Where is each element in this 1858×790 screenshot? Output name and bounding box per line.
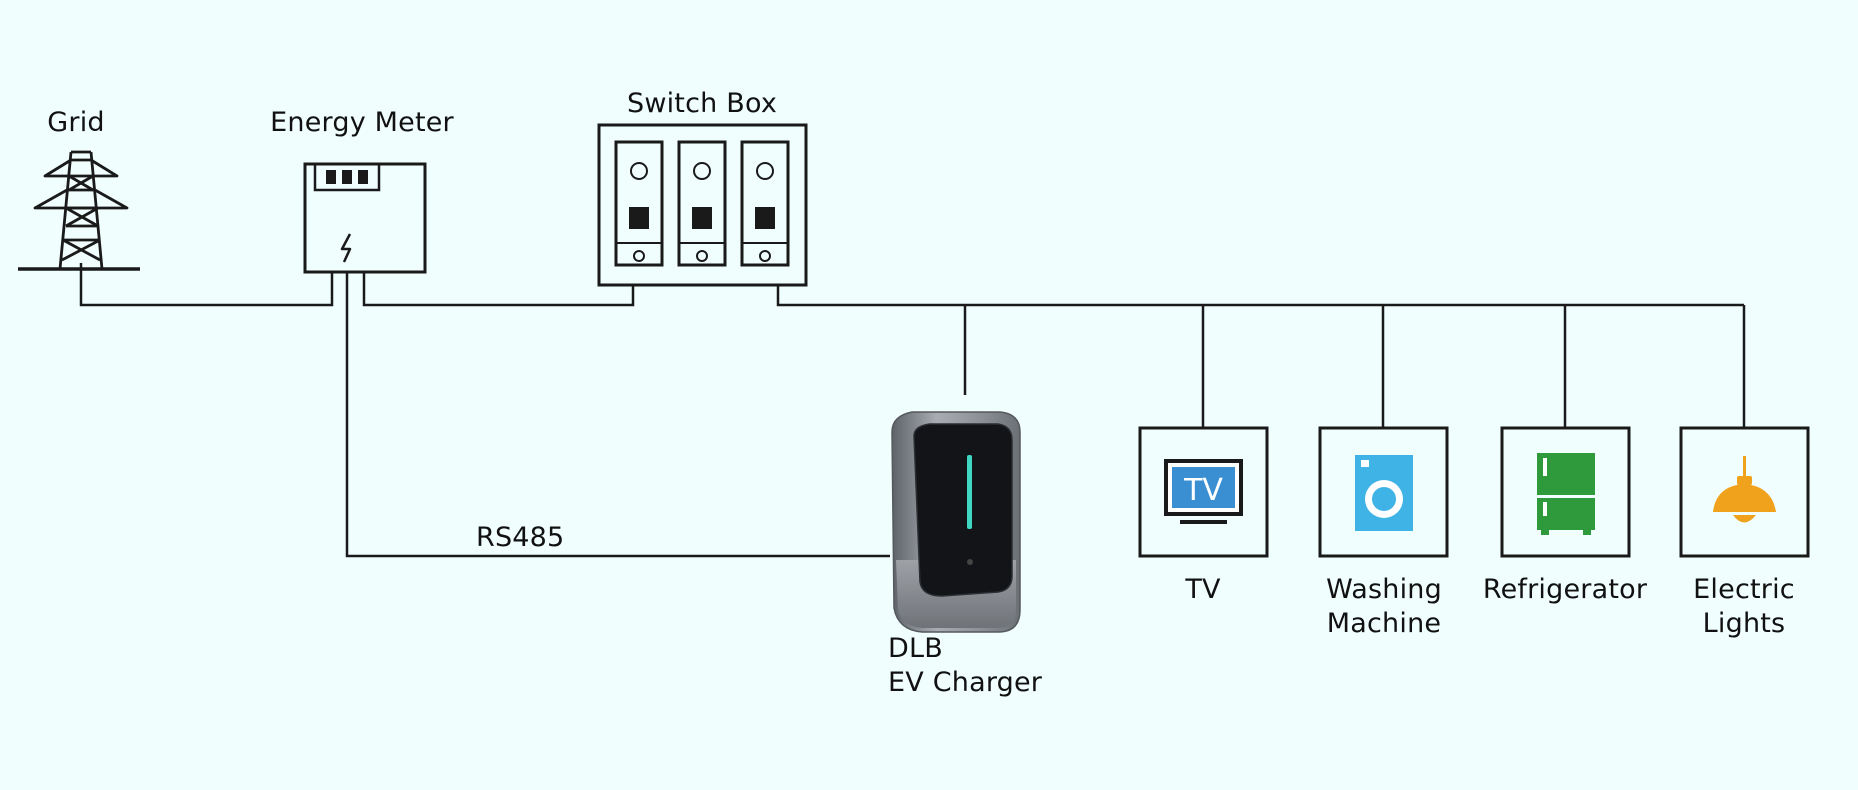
rs485-label: RS485 [476, 522, 565, 553]
wire-meter-to-switchbox [362, 272, 635, 307]
wiring [79, 263, 1746, 558]
tv-box: TV [1138, 426, 1269, 558]
refrigerator-icon [1537, 453, 1595, 535]
ev-charger-label-line2: EV Charger [888, 667, 1043, 698]
wire-grid-to-meter [79, 263, 334, 307]
electric-lights-box [1679, 426, 1810, 558]
electric-lights-label-line2: Lights [1702, 608, 1786, 639]
wire-load-bus [776, 285, 1744, 307]
washing-machine-icon [1355, 455, 1413, 531]
switch-box-icon [597, 123, 808, 287]
switch-box-label: Switch Box [626, 88, 778, 119]
washing-machine-box [1318, 426, 1449, 558]
breaker-1 [614, 140, 664, 267]
washing-machine-label-line2: Machine [1326, 608, 1442, 639]
wire-rs485 [345, 272, 890, 558]
refrigerator-label: Refrigerator [1482, 574, 1648, 605]
electric-lights-label-line1: Electric [1693, 574, 1795, 605]
tv-label: TV [1185, 574, 1221, 605]
grid-label: Grid [47, 107, 105, 138]
energy-meter-icon [303, 162, 427, 274]
ev-charger-label-line1: DLB [888, 633, 943, 664]
tv-icon: TV [1164, 459, 1243, 524]
status-led [967, 455, 972, 529]
energy-meter-label: Energy Meter [270, 107, 454, 138]
ev-charger-label: DLB EV Charger [888, 632, 1042, 700]
washing-machine-label: Washing Machine [1326, 573, 1442, 641]
washing-machine-label-line1: Washing [1326, 574, 1442, 605]
electric-lights-label: Electric Lights [1693, 573, 1795, 641]
lightning-icon [340, 233, 352, 263]
refrigerator-box [1500, 426, 1631, 558]
ev-charger-icon [891, 411, 1021, 633]
rfid-marker [967, 559, 973, 565]
lamp-icon [1713, 456, 1776, 523]
tv-screen-text: TV [1183, 473, 1223, 508]
transmission-tower-icon [18, 150, 140, 271]
breaker-3 [740, 140, 790, 267]
breaker-2 [677, 140, 727, 267]
